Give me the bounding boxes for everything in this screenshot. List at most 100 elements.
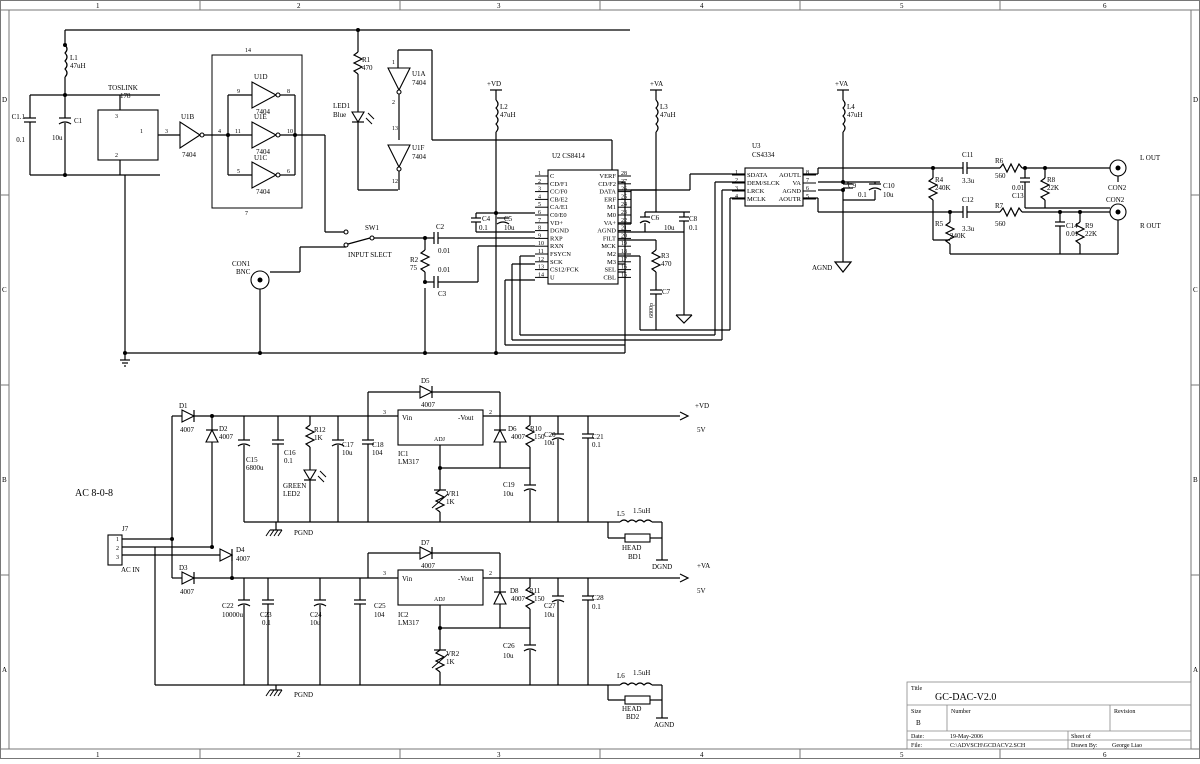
u3-pin-5-label: AOUTR (779, 196, 802, 203)
u1a-label: U1A (412, 70, 426, 78)
d1-diode (181, 409, 196, 423)
col-label-2-bottom: 2 (297, 751, 301, 759)
c28-value: 0.1 (592, 603, 601, 611)
c8-label: C8 (689, 215, 698, 223)
r9-resistor (1074, 221, 1086, 245)
c11-label: C11 (962, 151, 974, 159)
r4-value: 240K (935, 184, 951, 192)
c13-label: C13 (1012, 192, 1024, 200)
inverter-group (211, 54, 303, 209)
toslink-pin3: 3 (115, 114, 118, 120)
c7-value: 6800p (649, 303, 655, 318)
row-label-a: A (2, 666, 7, 674)
ac-label: AC 8-0-8 (75, 488, 113, 499)
vr2-value: 1K (446, 658, 455, 666)
vr1-potentiometer (434, 489, 446, 513)
u2-pin-21-label: AGND (597, 228, 616, 235)
col-label-1: 1 (96, 2, 100, 10)
u2-pin-24-label: M1 (607, 204, 616, 211)
col-label-4-bottom: 4 (700, 751, 704, 759)
c16-value: 0.1 (284, 457, 293, 465)
d8-label: D8 (510, 587, 519, 595)
r8-label: R8 (1047, 176, 1056, 184)
row-label-a-right: A (1193, 666, 1198, 674)
ic2-pin3: 3 (383, 571, 386, 577)
c16-label: C16 (284, 449, 296, 457)
va-label-2: +VA (835, 80, 848, 88)
d6-diode (493, 428, 507, 443)
toslink-number: 178 (120, 92, 131, 100)
d1-value: 4007 (180, 426, 195, 434)
c18-label: C18 (372, 441, 384, 449)
row-label-d-right: D (1193, 96, 1198, 104)
u1e-inverter (251, 121, 278, 149)
col-label-2: 2 (297, 2, 301, 10)
c12-value: 3.3u (962, 225, 975, 233)
u2-pin-8-number: 8 (538, 226, 541, 232)
u2-pin-11-number: 11 (538, 249, 544, 255)
col-label-5: 5 (900, 2, 904, 10)
u2-pin-27-label: CD/F2 (598, 181, 616, 188)
d5-label: D5 (421, 377, 430, 385)
revision-label: Revision (1114, 709, 1135, 715)
u1b-part: 7404 (182, 151, 197, 159)
number-label: Number (951, 709, 971, 715)
u2-pin-20-label: FILT (603, 235, 616, 242)
c17-label: C17 (342, 441, 354, 449)
c23-value: 0.1 (262, 619, 271, 627)
u2-pin-13-number: 13 (538, 265, 544, 271)
u1e-pin10: 10 (287, 129, 293, 135)
d6-value: 4007 (511, 433, 526, 441)
r1-value: 470 (362, 64, 373, 72)
ic2-part: LM317 (398, 619, 420, 627)
u1d-inverter (251, 81, 278, 109)
c2-label: C2 (436, 223, 445, 231)
c22-value: 10000u (222, 611, 244, 619)
con1-label: CON1 (232, 260, 251, 268)
c10-label: C10 (883, 182, 895, 190)
c28-label: C28 (592, 594, 604, 602)
l5-label: L5 (617, 510, 625, 518)
l4-value: 47uH (847, 111, 863, 119)
bd2-ferrite-bead (624, 695, 651, 705)
u2-pin-16-number: 16 (621, 265, 627, 271)
inv-pin7: 7 (245, 211, 248, 217)
c26-label: C26 (503, 642, 515, 650)
sw1-function: INPUT SLECT (348, 251, 392, 259)
r5-value: 240K (950, 232, 966, 240)
c20-value: 10u (544, 439, 555, 447)
u3-pin-5-number: 5 (806, 194, 809, 200)
j7-pin1: 1 (116, 537, 119, 543)
c19-label: C19 (503, 481, 515, 489)
r7-value: 560 (995, 220, 1006, 228)
u3-cs4334-chip (744, 167, 804, 207)
pgnd-label-2: PGND (294, 691, 313, 699)
u2-pin-4-label: CB/E2 (550, 196, 568, 203)
ic1-pin3: 3 (383, 410, 386, 416)
u3-pin-3-number: 3 (735, 186, 738, 192)
c6-value: 10u (664, 224, 675, 232)
power-supply: AC 8-0-8 J7 1 2 3 AC IN D1 4007 D2 4007 … (75, 377, 710, 729)
u2-pin-7-number: 7 (538, 218, 541, 224)
ic1-part: LM317 (398, 458, 420, 466)
c15-label: C15 (246, 456, 258, 464)
u1a-inverter (387, 67, 411, 92)
u2-pin-26-label: DATA (599, 189, 616, 196)
u3-pin-4-label: MCLK (747, 196, 766, 203)
col-label-3: 3 (497, 2, 501, 10)
r10-resistor (524, 424, 536, 448)
c1-1-value: 0.1 (16, 136, 25, 144)
col-label-1-bottom: 1 (96, 751, 100, 759)
toslink-label: TOSLINK (108, 84, 138, 92)
row-label-b: B (2, 476, 7, 484)
c3-value: 0.01 (438, 266, 451, 274)
d6-label: D6 (508, 425, 517, 433)
l2-label: L2 (500, 103, 508, 111)
input-section: L1 47uH C1.1 0.1 C1 10u TOSLINK 178 3 1 … (12, 28, 630, 367)
con1-type: BNC (236, 268, 251, 276)
u1e-pin11: 11 (235, 129, 241, 135)
c8-value: 0.1 (689, 224, 698, 232)
